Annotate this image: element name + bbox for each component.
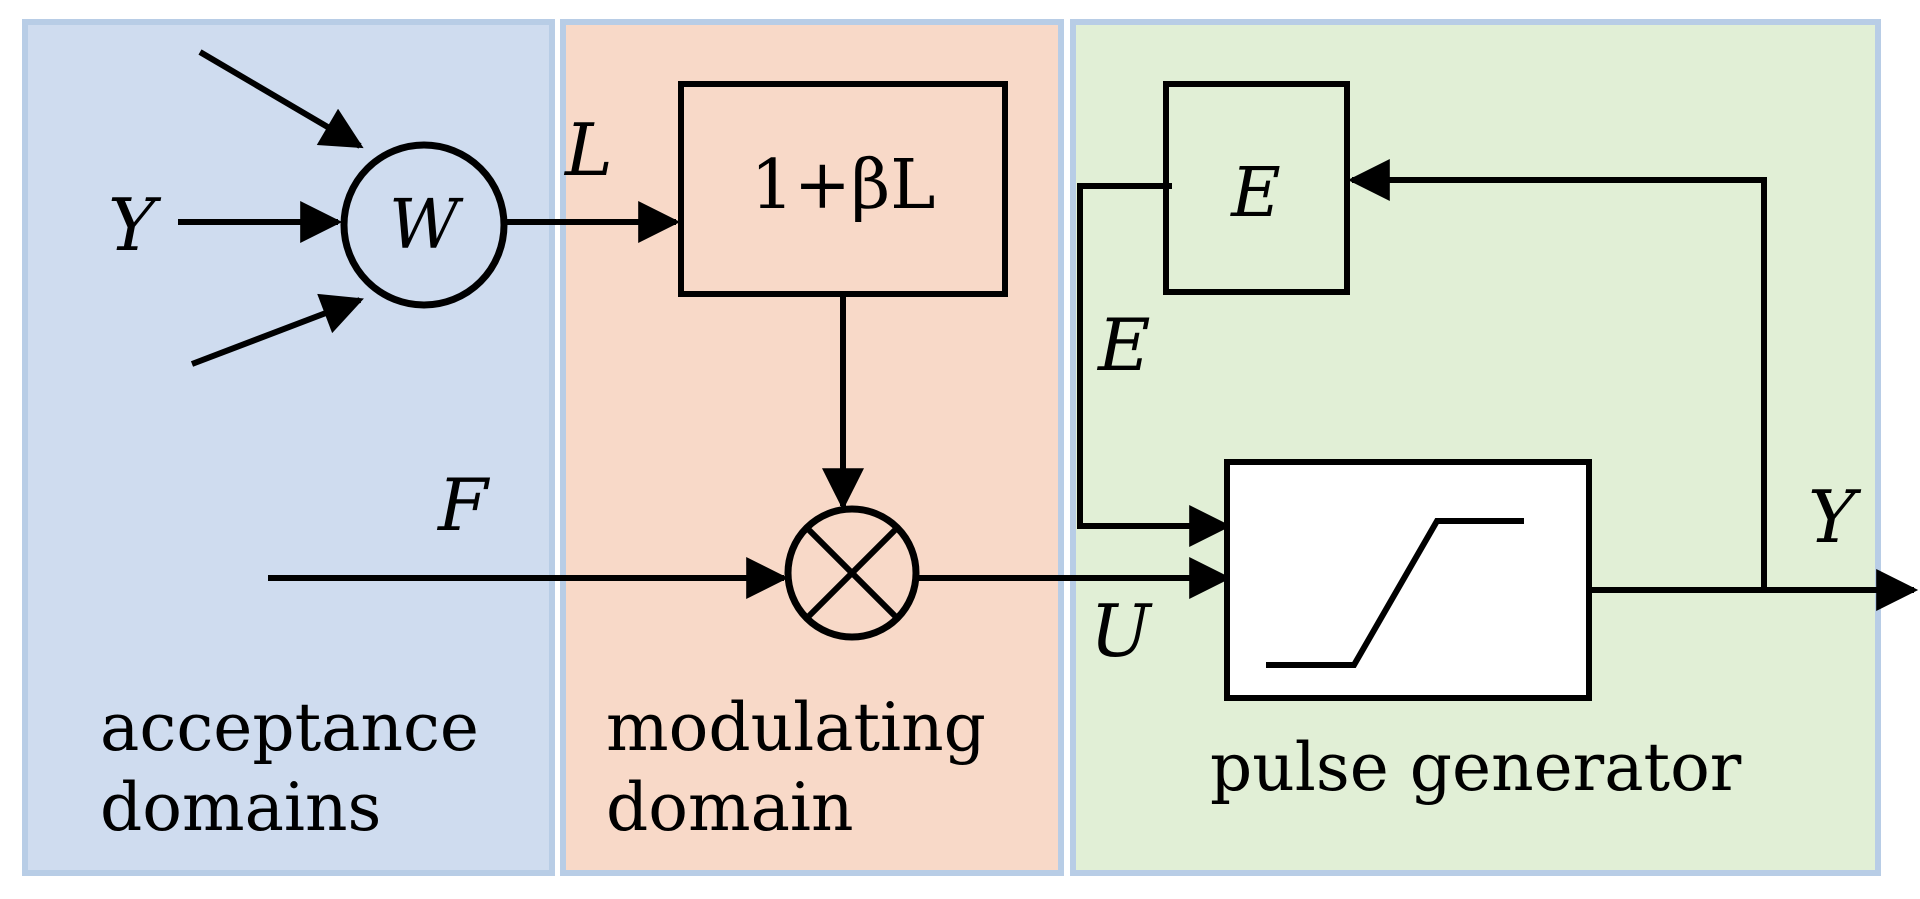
arrow-e-to-pulse: [1077, 183, 1232, 547]
modulating-domain-label-line2: domain: [606, 769, 854, 846]
input-arrow-top: [198, 49, 364, 149]
acceptance-domain-label-line1: acceptance: [100, 689, 479, 766]
signal-label-y-output: Y: [1808, 475, 1862, 559]
pulse-generator-label: pulse generator: [1210, 729, 1742, 806]
arrow-output-to-delay: [1347, 159, 1767, 590]
modulating-domain-panel: [560, 19, 1064, 876]
signal-label-y-input: Y: [108, 183, 162, 267]
weight-node: [340, 141, 508, 309]
modulating-domain-label-line1: modulating: [606, 689, 986, 766]
input-arrow-bottom: [190, 293, 364, 367]
weight-node-label: W: [389, 186, 464, 265]
acceptance-domain-label-line2: domains: [100, 769, 381, 846]
signal-label-f: F: [436, 463, 491, 547]
gain-block: [678, 81, 1008, 297]
acceptance-domain-panel: [22, 19, 555, 876]
signal-label-u: U: [1090, 589, 1153, 673]
pulse-generator-panel: [1070, 19, 1881, 876]
signal-label-e: E: [1096, 303, 1151, 387]
gain-block-label: 1+βL: [751, 146, 936, 225]
step-function-icon: [1266, 518, 1524, 668]
delay-block-label: E: [1229, 154, 1281, 233]
signal-label-l: L: [563, 108, 613, 192]
pulse-generator-block: [1224, 459, 1592, 701]
multiplier-cross-b: [804, 525, 900, 621]
